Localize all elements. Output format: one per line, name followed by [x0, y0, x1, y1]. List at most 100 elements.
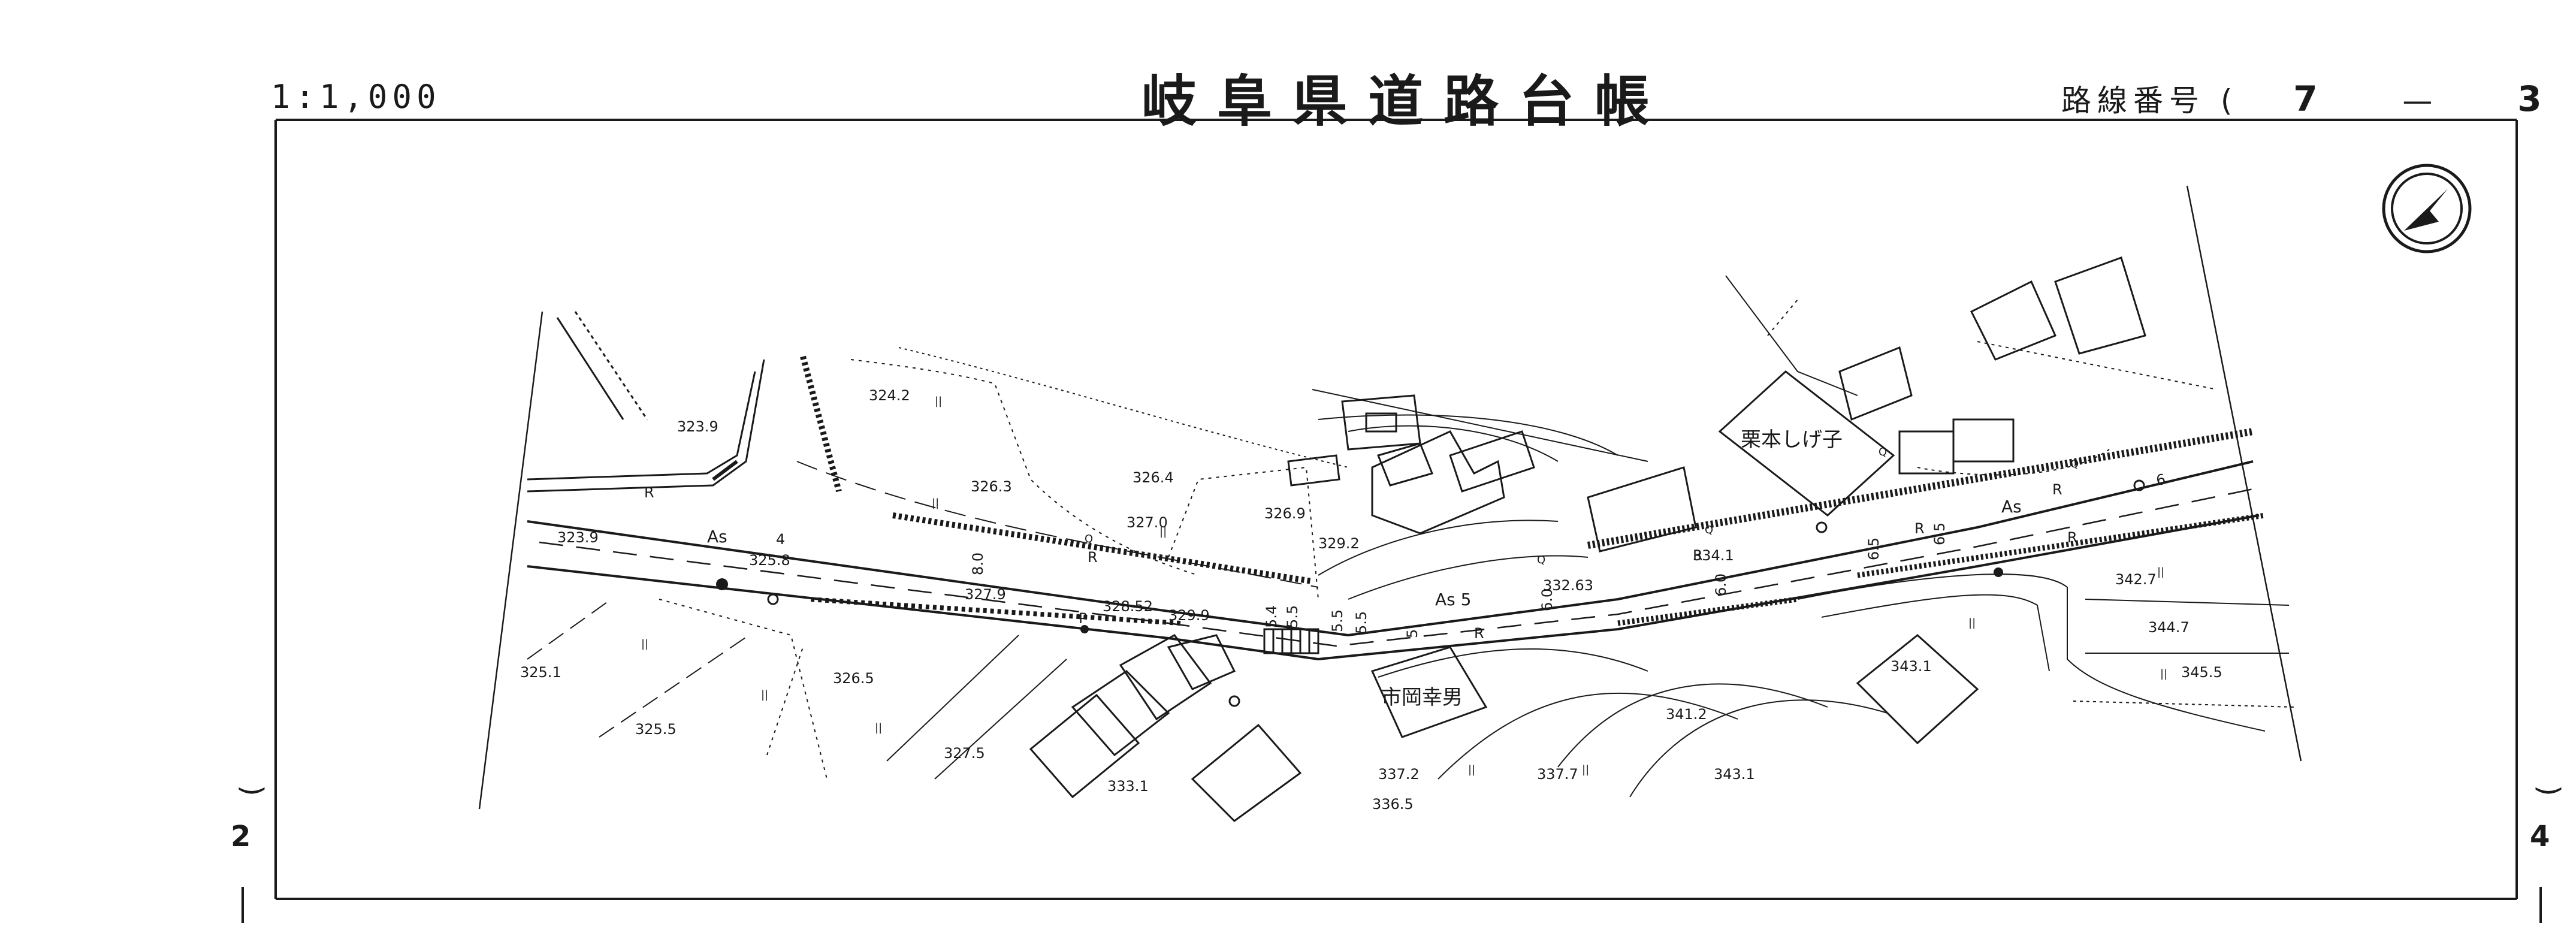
svg-text:): ): [2532, 785, 2566, 796]
elevation-label: 326.3: [971, 478, 1012, 495]
elevation-label: 334.1: [1693, 547, 1734, 564]
grass-mark: ||: [932, 497, 939, 509]
road-marker-label: R: [1088, 549, 1098, 566]
building: [1587, 466, 1697, 552]
building: [1376, 442, 1434, 487]
road-marker-label: R: [1474, 625, 1484, 642]
building: [1856, 634, 1979, 745]
route-number-open: (: [2220, 83, 2239, 118]
route-number-minor: 3: [2517, 78, 2548, 119]
elevation-label: 343.1: [1714, 766, 1755, 783]
owner-name-label: 市岡幸男: [1381, 686, 1463, 709]
tree-mark: Q: [1085, 533, 1093, 545]
svg-text:): ): [235, 785, 269, 796]
map-scale: 1:1,000: [271, 78, 441, 116]
road-width-label: 6.0: [1539, 588, 1556, 611]
grass-mark: ||: [1582, 763, 1589, 776]
grass-mark: ||: [761, 689, 768, 701]
sheet-link-right-number: 4: [2530, 820, 2550, 853]
building: [1119, 634, 1212, 721]
stair-icon: [1263, 628, 1319, 654]
route-number-dash: —: [2402, 83, 2439, 118]
route-number-major: 7: [2293, 78, 2324, 119]
elevation-label: 325.1: [520, 664, 561, 681]
building: [1718, 370, 1895, 517]
road-width-label: 8.0: [970, 552, 986, 575]
route-number-label: 路線番号: [2061, 83, 2205, 118]
road-width-label: 5.5: [1329, 609, 1346, 632]
building: [1838, 346, 1913, 421]
elevation-label: 341.2: [1666, 706, 1707, 723]
building: [1370, 646, 1488, 738]
building: [1970, 280, 2057, 361]
elevation-label: 337.7: [1537, 766, 1578, 783]
elevation-label: 326.4: [1133, 469, 1174, 486]
road-width-label: 4: [776, 531, 785, 548]
elevation-label: 325.5: [635, 721, 677, 738]
road-width-label: 5.5: [1353, 611, 1370, 634]
elevation-label: 323.9: [557, 529, 599, 546]
sheet-frame: [274, 119, 2518, 900]
branch-road-west: [527, 311, 765, 493]
building: [1167, 634, 1236, 690]
elevation-label: 325.8: [749, 552, 790, 569]
tree-mark: Q: [1537, 554, 1545, 566]
tree-mark: Q: [1705, 524, 1713, 536]
elevation-label: 332.63: [1543, 577, 1593, 594]
road-marker-label: R: [2067, 529, 2077, 546]
main-road: [527, 355, 2266, 661]
grass-mark: ||: [875, 721, 882, 734]
building: [1287, 454, 1340, 487]
elevation-label: 342.7: [2115, 571, 2157, 588]
pavement-type-label: As 5: [1435, 590, 1471, 609]
grass-mark: ||: [641, 638, 648, 650]
owner-name-label: 栗本しげ子: [1741, 428, 1843, 452]
sheet-link-right: ) 4: [2530, 785, 2566, 923]
tree-mark: Q: [2070, 458, 2079, 470]
elevation-label: 328.52: [1103, 598, 1153, 615]
road-marker-label: P: [1079, 610, 1087, 627]
road-width-label: 5.4: [1263, 605, 1280, 628]
sheet-link-left: ) 2: [231, 785, 269, 923]
grass-mark: ||: [2160, 668, 2167, 680]
road-width-label: 6.5: [1931, 523, 1948, 545]
road-marker-label: R: [644, 484, 654, 501]
grass-mark: ||: [1968, 617, 1976, 629]
tree-mark: Q: [1879, 446, 1887, 458]
road-marker-label: R: [1693, 547, 1703, 564]
elevation-label: 344.7: [2148, 619, 2190, 636]
building: [1449, 430, 1535, 493]
road-marker-label: R: [2052, 481, 2062, 498]
terrain-lines: [527, 275, 2296, 798]
building: [2054, 256, 2146, 355]
building: [1029, 693, 1140, 799]
grass-mark: ||: [2157, 566, 2164, 578]
utility-pole-icon: [767, 479, 2145, 707]
pavement-type-label: As: [707, 527, 727, 547]
building: [1952, 418, 2015, 463]
elevation-label: 326.5: [833, 670, 874, 687]
page-title: 岐阜県道路台帳: [1141, 70, 1671, 134]
road-width-label: 6.5: [1865, 538, 1882, 560]
road-width-label: 5: [1404, 629, 1421, 638]
elevation-label: 327.5: [944, 745, 985, 762]
manhole-icon: [716, 567, 2003, 633]
elevation-label: 329.2: [1318, 535, 1360, 552]
elevation-label: 333.1: [1107, 778, 1149, 795]
elevation-label: 343.1: [1891, 658, 1932, 675]
elevation-label: 345.5: [2181, 664, 2222, 681]
building: [1371, 430, 1505, 535]
route-number: 路線番号 ( 7 — 3 ): [2061, 77, 2576, 120]
north-arrow-icon: [2382, 164, 2472, 253]
sheet-link-left-number: 2: [231, 820, 250, 853]
elevation-label: 327.9: [965, 586, 1006, 603]
pavement-type-label: As: [2001, 497, 2022, 517]
road-width-label: 5.5: [1284, 605, 1301, 628]
elevation-label: 323.9: [677, 418, 718, 435]
elevation-label: 327.0: [1127, 514, 1168, 531]
elevation-label: 336.5: [1372, 796, 1414, 813]
elevation-label: 324.2: [869, 387, 910, 404]
building: [1071, 670, 1170, 757]
building: [1341, 394, 1421, 451]
